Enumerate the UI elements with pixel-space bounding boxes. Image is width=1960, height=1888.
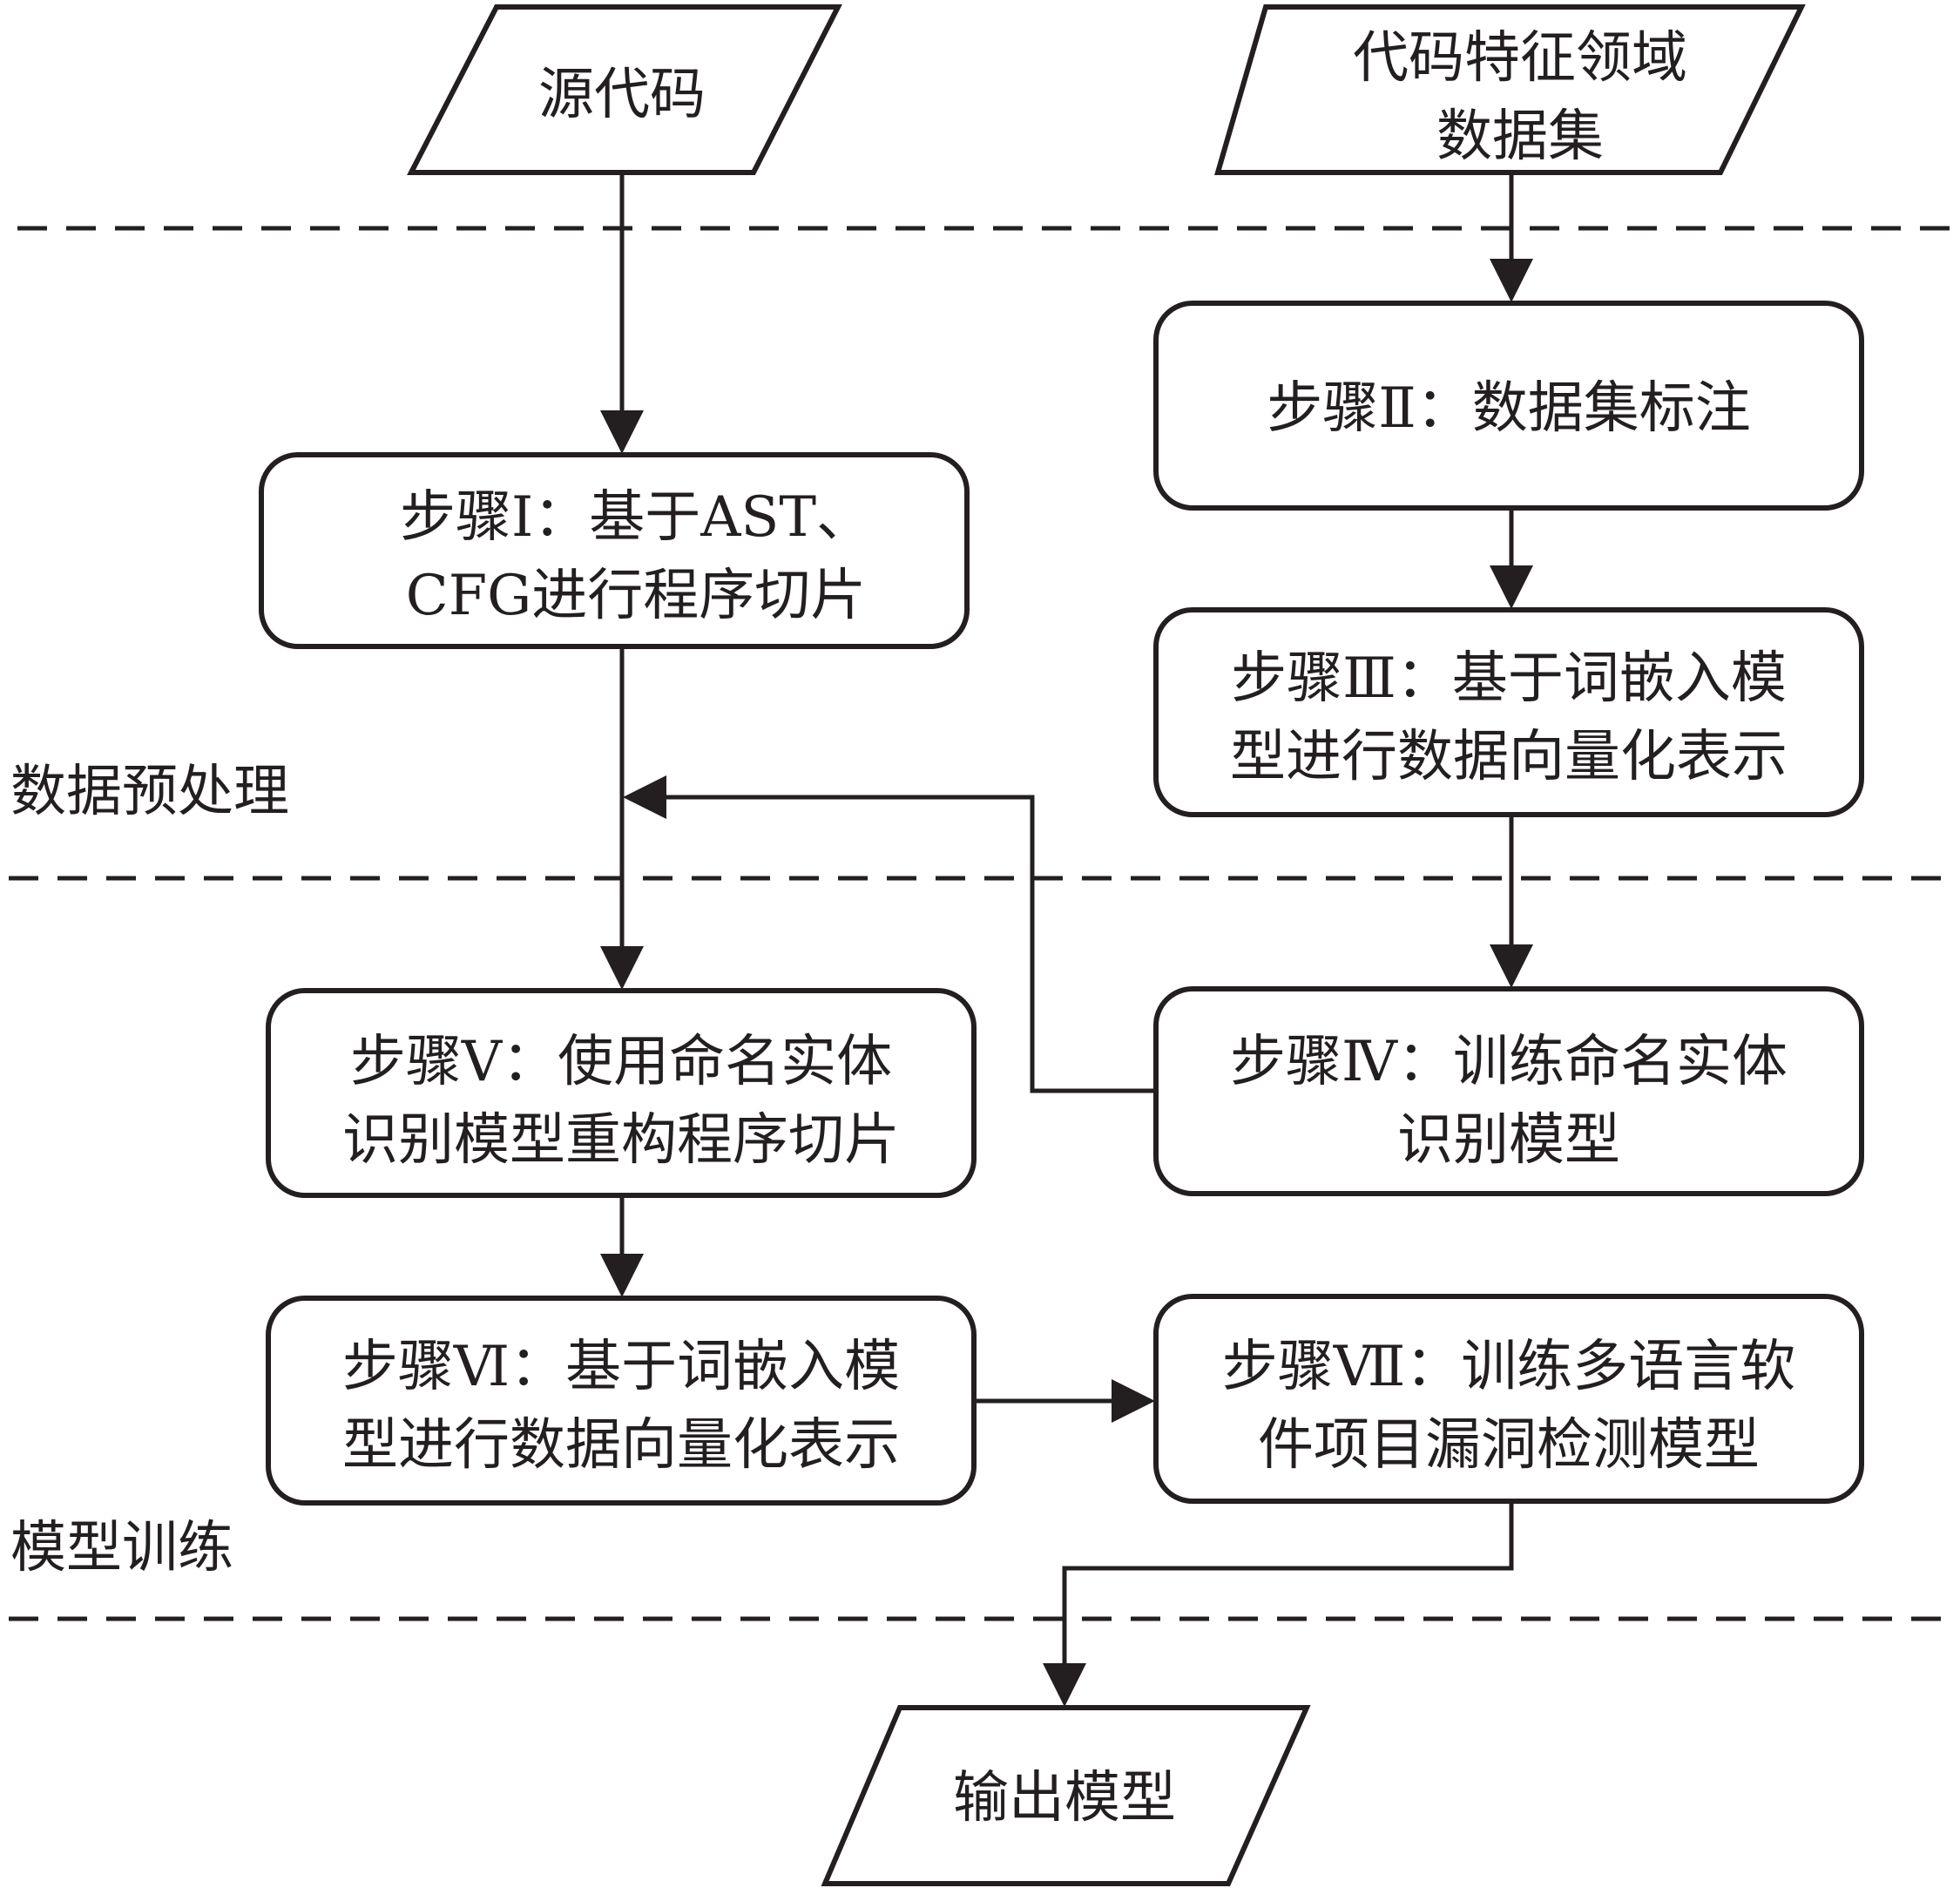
step-4-box: 步骤Ⅳ：训练命名实体 识别模型 [1153, 986, 1864, 1196]
step-3-line2: 型进行数据向量化表示 [1230, 725, 1788, 789]
edge-step7-to-output [1043, 1501, 1514, 1707]
section-label-preprocessing: 数据预处理 [10, 760, 289, 824]
step-5-box: 步骤Ⅴ：使用命名实体 识别模型重构程序切片 [266, 988, 977, 1198]
section-label-training: 模型训练 [10, 1516, 233, 1580]
step-1-line2: CFG进行程序切片 [406, 564, 867, 628]
step-6-line1: 步骤Ⅵ：基于词嵌入模 [342, 1335, 900, 1399]
step-6-line2: 型进行数据向量化表示 [342, 1413, 900, 1478]
step-5-line2: 识别模型重构程序切片 [342, 1108, 900, 1173]
step-7-box: 步骤Ⅶ：训练多语言软 件项目漏洞检测模型 [1153, 1294, 1864, 1504]
step-3-box: 步骤Ⅲ：基于词嵌入模 型进行数据向量化表示 [1153, 607, 1864, 817]
edge-step4-feedback-to-step5 [623, 775, 1156, 1093]
step-1-line1: 步骤Ⅰ：基于AST、 [400, 485, 872, 550]
step-6-box: 步骤Ⅵ：基于词嵌入模 型进行数据向量化表示 [266, 1296, 977, 1506]
step-7-line2: 件项目漏洞检测模型 [1258, 1413, 1760, 1478]
step-3-line1: 步骤Ⅲ：基于词嵌入模 [1231, 646, 1787, 711]
dataset-label-line2: 数据集 [1436, 105, 1604, 169]
step-4-line2: 识别模型 [1397, 1108, 1620, 1173]
step-2-line1: 步骤Ⅱ：数据集标注 [1267, 376, 1751, 441]
step-7-line1: 步骤Ⅶ：训练多语言软 [1222, 1335, 1796, 1399]
step-2-box: 步骤Ⅱ：数据集标注 [1153, 301, 1864, 511]
step-5-line1: 步骤Ⅴ：使用命名实体 [350, 1030, 892, 1094]
source-code-label: 源代码 [538, 63, 706, 127]
dataset-label-line1: 代码特征领域 [1353, 26, 1687, 91]
output-node: 输出模型 [821, 1705, 1311, 1886]
step-4-line1: 步骤Ⅳ：训练命名实体 [1230, 1030, 1788, 1094]
dataset-node: 代码特征领域 数据集 [1214, 3, 1806, 175]
output-label: 输出模型 [953, 1766, 1176, 1830]
source-code-node: 源代码 [407, 4, 842, 175]
step-1-box: 步骤Ⅰ：基于AST、 CFG进行程序切片 [259, 452, 970, 649]
